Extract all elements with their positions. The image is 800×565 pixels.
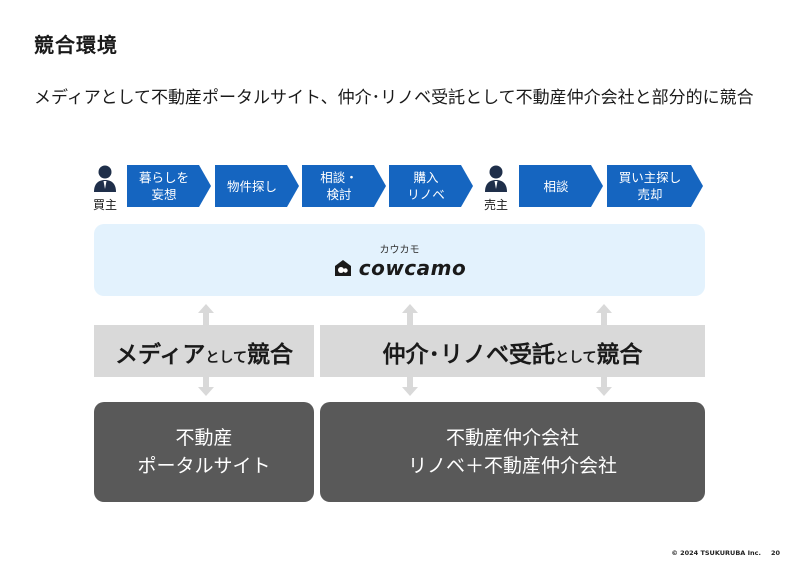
competitor-name: 不動産仲介会社	[445, 427, 579, 449]
cowcamo-logo-icon	[334, 260, 351, 276]
label-main: 競合	[246, 342, 293, 368]
step-label: 購入	[413, 170, 439, 185]
step-find-buyer-sell: 買い主探し売却	[607, 165, 703, 207]
step-imagine-life: 暮らしを妄想	[127, 165, 211, 207]
step-label: 暮らしを	[138, 170, 189, 185]
person-icon	[485, 165, 507, 192]
brokerage-competition-label: 仲介･リノベ受託として競合	[320, 325, 705, 377]
step-label: 相談	[543, 178, 569, 194]
step-property-search: 物件探し	[215, 165, 299, 207]
seller: 売主	[478, 163, 514, 213]
person-icon	[94, 165, 116, 192]
label-main: 競合	[596, 342, 643, 368]
step-label: 売却	[637, 187, 663, 202]
buyer-label: 買主	[92, 198, 117, 212]
slide-title: 競合環境	[34, 33, 118, 57]
label-main: メディア	[115, 342, 206, 368]
media-competition-label: メディアとして競合	[94, 325, 314, 377]
label-particle: として	[205, 350, 247, 366]
footer: © 2024 TSUKURUBA Inc. 20	[671, 549, 780, 557]
brand-kana: カウカモ	[379, 245, 420, 256]
label-main: 仲介･リノベ受託	[382, 342, 555, 368]
step-consult: 相談・検討	[302, 165, 386, 207]
step-label: 検討	[326, 187, 352, 202]
cowcamo-band: カウカモ cowcamo	[94, 224, 705, 296]
step-label: 物件探し	[226, 178, 277, 194]
step-purchase-renovate: 購入リノベ	[389, 165, 473, 207]
step-seller-consult: 相談	[519, 165, 603, 207]
step-label: リノベ	[407, 187, 445, 202]
seller-label: 売主	[483, 198, 508, 212]
step-label: 買い主探し	[618, 170, 682, 185]
competitor-name: ポータルサイト	[137, 455, 271, 477]
step-label: 妄想	[151, 187, 177, 202]
slide-subtitle: メディアとして不動産ポータルサイト、仲介･リノベ受託として不動産仲介会社と部分的…	[34, 88, 754, 108]
step-label: 相談・	[320, 170, 358, 185]
label-particle: として	[554, 350, 597, 366]
page-number: 20	[770, 549, 780, 557]
copyright: © 2024 TSUKURUBA Inc.	[671, 549, 761, 557]
competitor-name: リノベ＋不動産仲介会社	[407, 455, 617, 477]
competitor-name: 不動産	[175, 427, 233, 449]
broker-box: 不動産仲介会社 リノベ＋不動産仲介会社	[320, 402, 705, 502]
brand-name: cowcamo	[358, 256, 467, 280]
buyer: 買主	[87, 163, 123, 213]
portal-site-box: 不動産 ポータルサイト	[94, 402, 314, 502]
